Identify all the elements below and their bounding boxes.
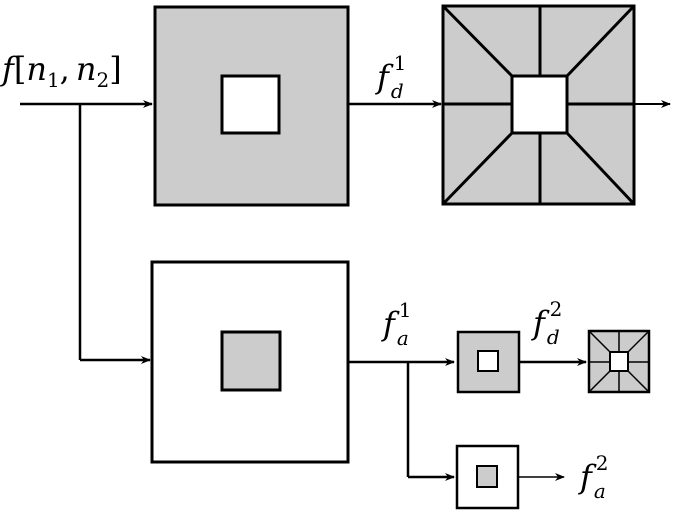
lowpass-filter-passband (220, 330, 282, 392)
dfb1-diag-bl (441, 131, 514, 206)
dfb1-diag-tr (565, 4, 636, 78)
lowpass-filter-block-2 (455, 444, 520, 510)
dfb2-diag-bl (588, 370, 611, 393)
dfb2-diag-br (627, 370, 650, 393)
directional-filter-bank-1 (441, 4, 636, 206)
lowpass-filter-2-passband (476, 465, 498, 488)
highpass-filter-passband (220, 74, 281, 135)
dfb1-center (510, 74, 569, 135)
dfb2-diag-tl (588, 330, 611, 353)
dfb1-diag-tl (441, 4, 514, 78)
input-signal-label: f[n1,n2] (0, 50, 122, 92)
highpass-filter-2-passband (477, 350, 499, 372)
highpass-filter-block (153, 5, 350, 207)
dfb2-diag-tr (627, 330, 650, 353)
directional-filter-bank-2 (587, 329, 651, 394)
dfb1-diag-br (565, 131, 636, 206)
dfb2-center (609, 351, 629, 372)
lowpass-filter-block (150, 260, 350, 464)
highpass-filter-block-2 (456, 330, 521, 394)
